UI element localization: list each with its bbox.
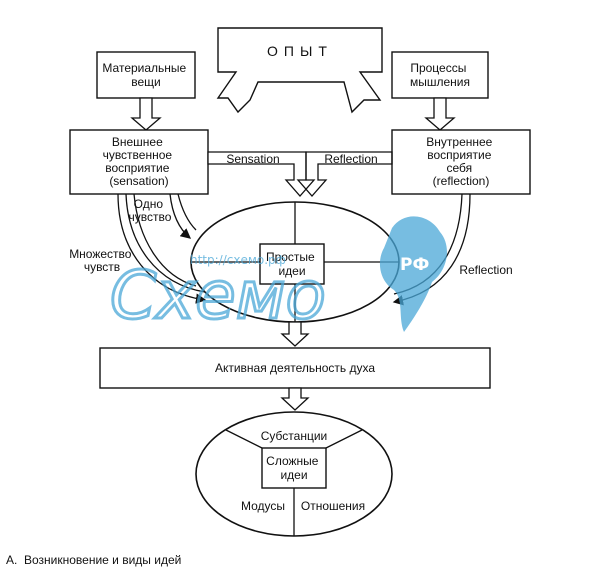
thinking-processes-box <box>391 51 489 99</box>
internal-line2: восприятие <box>427 148 491 162</box>
material-down-arrow <box>130 97 162 131</box>
complex-ideas-line1: Сложные <box>266 454 319 468</box>
thinking-processes-line1: Процессы <box>410 61 466 75</box>
experience-box <box>216 27 383 114</box>
material-things-line1: Материальные <box>102 61 186 75</box>
one-sense-line2: чувство <box>129 210 172 224</box>
internal-line3: себя <box>447 161 473 175</box>
relations-label: Отношения <box>301 499 365 513</box>
active-activity-label: Активная деятельность духа <box>215 361 375 375</box>
thinking-processes-line2: мышления <box>410 75 470 89</box>
complex-dividers <box>225 429 363 536</box>
experience-label: ОПЫТ <box>267 43 333 59</box>
internal-line1: Внутреннее <box>426 135 492 149</box>
reflection-label: Reflection <box>324 152 377 166</box>
complex-ideas-line2: идеи <box>280 468 307 482</box>
thinking-down-arrow <box>424 97 456 131</box>
svg-text:Материальные вещи: Материальные вещи <box>102 61 189 89</box>
one-sense-line1: Одно <box>134 197 164 211</box>
reflection-right-label: Reflection <box>459 263 512 277</box>
external-line3: восприятие <box>105 161 169 175</box>
figure-caption: A. Возникновение и виды идей <box>6 553 181 567</box>
material-things-line2: вещи <box>131 75 161 89</box>
one-sense-arrow <box>169 193 191 239</box>
substances-label: Субстанции <box>261 429 327 443</box>
many-senses-arrow <box>117 193 207 304</box>
internal-perception-box <box>391 129 531 195</box>
to-activity-arrow <box>280 321 310 347</box>
watermark-url: http://схемо.рф <box>190 253 286 267</box>
sensation-label: Sensation <box>226 152 279 166</box>
external-line4: (sensation) <box>109 174 168 188</box>
modes-label: Модусы <box>241 499 285 513</box>
external-perception-box <box>69 129 209 195</box>
to-complex-arrow <box>280 387 310 411</box>
svg-text:Сложные идеи: Сложные идеи <box>266 454 322 482</box>
active-activity-box <box>99 347 491 389</box>
svg-text:Процессы мышления: Процессы мышления <box>410 61 470 89</box>
many-senses-line2: чувств <box>84 260 120 274</box>
svg-text:Множество чувств: Множество чувств <box>69 247 135 274</box>
reflection-arrow <box>296 151 393 197</box>
many-senses-line1: Множество <box>69 247 132 261</box>
simple-ideas-line1: Простые <box>266 250 315 264</box>
external-line1: Внешнее <box>112 135 163 149</box>
simple-ideas-line2: идеи <box>278 264 305 278</box>
watermark-text: Схемо <box>110 257 326 334</box>
internal-line4: (reflection) <box>433 174 490 188</box>
external-line2: чувственное <box>103 148 173 162</box>
complex-ideas-box <box>261 447 327 489</box>
watermark: Схемо http://схемо.рф РФ <box>109 216 447 336</box>
svg-text:Внешнее чувственное во: Внешнее чувственное восприятие (sensatio… <box>103 135 176 188</box>
watermark-rf: РФ <box>400 255 429 275</box>
material-things-box <box>96 51 196 99</box>
svg-text:Внутреннее восприятие: Внутреннее восприятие себя (reflection) <box>426 135 495 188</box>
simple-ideas-box <box>259 243 325 285</box>
svg-text:Простые идеи: Простые идеи <box>266 250 318 278</box>
watermark-blot-icon <box>379 216 447 332</box>
